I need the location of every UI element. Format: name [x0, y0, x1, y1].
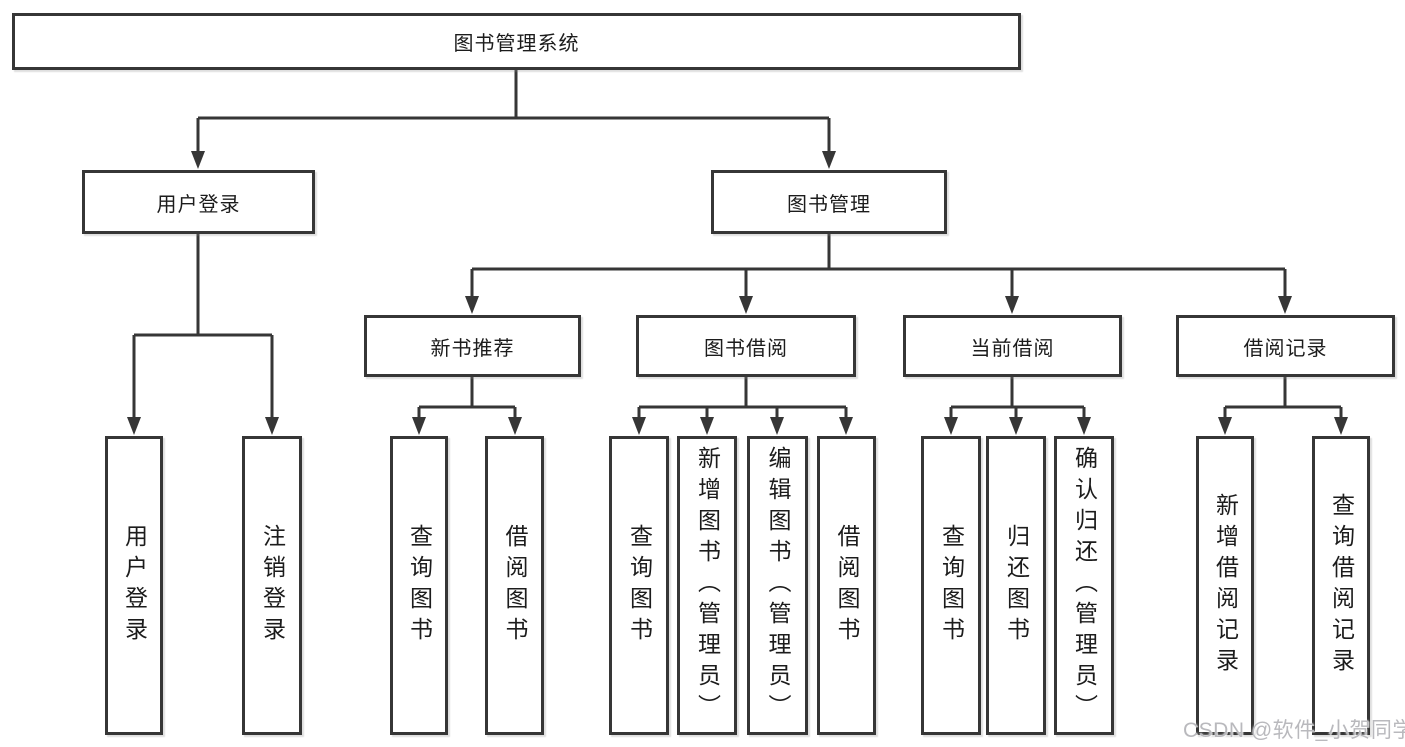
connector-borrow-records-to-leaves	[1223, 377, 1343, 418]
node-leaf-cb-confirm-return: 确认归还（管理员）	[1054, 436, 1114, 735]
node-leaf-bb-edit-books: 编辑图书（管理员）	[747, 436, 808, 735]
arrowhead-br-add-record	[1218, 417, 1232, 435]
connector-user-login-to-leaves	[132, 234, 274, 418]
arrowhead-bb-query-books	[632, 417, 646, 435]
node-user-login-label: 用户登录	[156, 193, 241, 216]
node-leaf-cb-confirm-return-label: 确认归还（管理员）	[1071, 446, 1098, 725]
connector-new-book-rec-to-leaves	[417, 377, 517, 418]
watermark: CSDN @软件_小贺同学	[1183, 719, 1405, 742]
node-root-label: 图书管理系统	[453, 33, 580, 55]
node-leaf-cb-query-books: 查询图书	[921, 436, 981, 735]
connector-current-borrow-to-leaves	[949, 377, 1086, 418]
node-book-management: 图书管理	[711, 170, 947, 234]
node-leaf-bb-edit-books-label: 编辑图书（管理员）	[765, 446, 791, 725]
node-leaf-rec-query-books-label: 查询图书	[406, 523, 433, 648]
node-book-management-label: 图书管理	[787, 193, 871, 216]
arrowhead-bb-borrow-books	[839, 417, 853, 435]
node-leaf-user-login-label: 用户登录	[121, 523, 148, 648]
arrowhead-bb-edit-books	[770, 417, 784, 435]
node-leaf-user-login: 用户登录	[105, 436, 163, 735]
node-leaf-bb-query-books-label: 查询图书	[626, 523, 653, 648]
node-leaf-br-query-record: 查询借阅记录	[1312, 436, 1370, 735]
arrowhead-user-login-leaf	[127, 417, 141, 435]
arrowhead-new-book-rec	[465, 296, 479, 314]
arrowhead-book-borrow	[739, 296, 753, 314]
node-leaf-br-add-record-label: 新增借阅记录	[1212, 492, 1239, 679]
node-book-borrow-label: 图书借阅	[704, 337, 788, 360]
node-leaf-logout-label: 注销登录	[259, 523, 286, 648]
node-leaf-cb-return-books-label: 归还图书	[1003, 523, 1030, 648]
node-leaf-cb-query-books-label: 查询图书	[938, 523, 965, 648]
arrowhead-bb-add-books	[700, 417, 714, 435]
arrowhead-current-borrow	[1005, 296, 1019, 314]
arrowhead-borrow-records	[1278, 296, 1292, 314]
arrowhead-rec-borrow-books	[508, 417, 522, 435]
node-leaf-bb-borrow-books-label: 借阅图书	[834, 523, 860, 648]
node-leaf-logout: 注销登录	[242, 436, 302, 735]
node-leaf-bb-add-books-label: 新增图书（管理员）	[694, 446, 721, 725]
node-leaf-rec-borrow-books-label: 借阅图书	[502, 523, 528, 648]
node-borrow-records: 借阅记录	[1176, 315, 1395, 377]
node-book-borrow: 图书借阅	[636, 315, 856, 377]
arrowhead-logout-leaf	[265, 417, 279, 435]
arrowhead-cb-return-books	[1009, 417, 1023, 435]
node-leaf-br-add-record: 新增借阅记录	[1196, 436, 1254, 735]
node-new-book-rec: 新书推荐	[364, 315, 581, 377]
connector-root-to-level2	[196, 70, 831, 152]
arrowhead-rec-query-books	[412, 417, 426, 435]
node-current-borrow-label: 当前借阅	[970, 337, 1055, 360]
node-user-login: 用户登录	[82, 170, 315, 234]
arrowhead-user-login	[191, 151, 205, 169]
node-current-borrow: 当前借阅	[903, 315, 1122, 377]
connector-book-management-to-level3	[470, 234, 1287, 297]
connector-book-borrow-to-leaves	[637, 377, 848, 418]
arrowhead-cb-confirm-return	[1077, 417, 1091, 435]
node-leaf-rec-borrow-books: 借阅图书	[485, 436, 544, 735]
node-leaf-cb-return-books: 归还图书	[986, 436, 1046, 735]
node-new-book-rec-label: 新书推荐	[430, 337, 515, 360]
node-leaf-rec-query-books: 查询图书	[390, 436, 448, 735]
node-borrow-records-label: 借阅记录	[1243, 337, 1328, 360]
arrowhead-br-query-record	[1334, 417, 1348, 435]
node-leaf-bb-query-books: 查询图书	[609, 436, 669, 735]
node-leaf-bb-borrow-books: 借阅图书	[817, 436, 876, 735]
node-root: 图书管理系统	[12, 13, 1021, 70]
arrowhead-cb-query-books	[944, 417, 958, 435]
arrowhead-book-management	[822, 151, 836, 169]
node-leaf-br-query-record-label: 查询借阅记录	[1328, 492, 1355, 679]
node-leaf-bb-add-books: 新增图书（管理员）	[677, 436, 737, 735]
